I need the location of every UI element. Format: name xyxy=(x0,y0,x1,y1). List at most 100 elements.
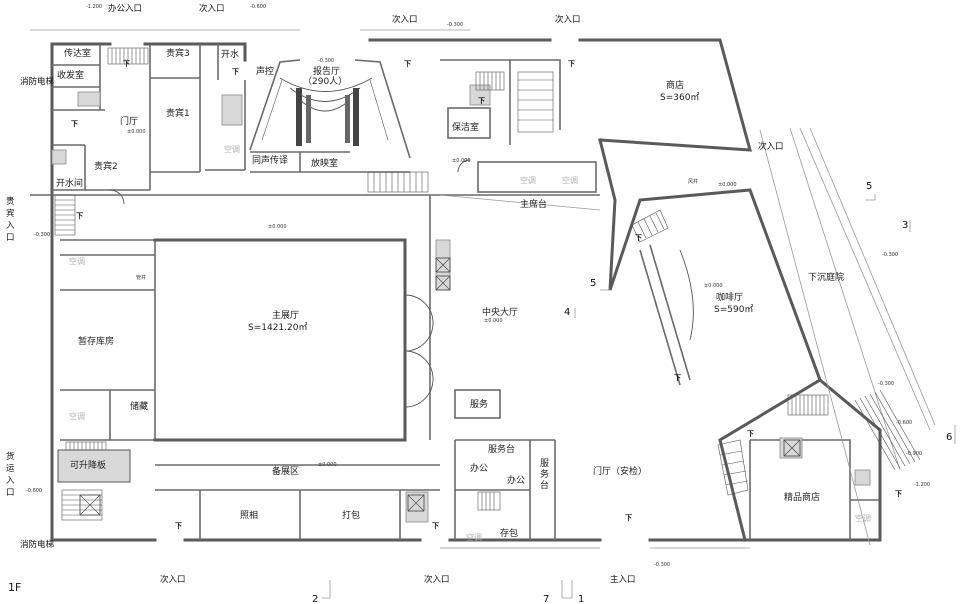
freight-entrance: 货 运 入 口 xyxy=(6,451,15,498)
room-interpret: 同声传译 xyxy=(252,154,288,166)
room-boutique: 精品商店 xyxy=(784,491,820,503)
svg-text:6: 6 xyxy=(946,432,952,443)
svg-text:风井: 风井 xyxy=(688,178,698,185)
service-vertical: 服 务 台 xyxy=(540,458,549,491)
svg-text:下: 下 xyxy=(76,212,83,220)
hall-seating xyxy=(261,77,389,146)
room-cafe: 咖啡厅 xyxy=(716,291,743,303)
room-mail: 收发室 xyxy=(57,69,84,81)
elevator-boxes xyxy=(79,257,801,516)
svg-text:-0.600: -0.600 xyxy=(250,4,266,10)
svg-text:-0.300: -0.300 xyxy=(882,252,898,258)
svg-text:空调: 空调 xyxy=(520,175,536,185)
room-storage: 暂存库房 xyxy=(78,335,114,347)
room-photo: 照相 xyxy=(240,509,258,521)
room-office2: 办公 xyxy=(507,474,525,486)
svg-text:下: 下 xyxy=(232,68,239,76)
svg-text:台: 台 xyxy=(540,479,549,491)
svg-text:±0.000: ±0.000 xyxy=(704,283,723,289)
level-marks: -1.200 -0.600 -0.300 ±0.000 -0.300 ±0.00… xyxy=(26,4,930,568)
svg-text:±0.000: ±0.000 xyxy=(718,182,737,188)
svg-text:下: 下 xyxy=(478,97,485,105)
svg-text:下: 下 xyxy=(895,490,902,498)
svg-text:2: 2 xyxy=(312,594,318,604)
svg-text:下: 下 xyxy=(625,514,632,522)
room-water-bottom: 开水间 xyxy=(56,177,83,189)
fire-lift-top: 消防电梯 xyxy=(20,76,55,87)
svg-text:3: 3 xyxy=(902,220,908,231)
svg-text:运: 运 xyxy=(6,464,15,474)
micro-labels: 管井 风井 xyxy=(136,178,698,281)
svg-text:服: 服 xyxy=(540,458,549,469)
svg-text:5: 5 xyxy=(590,278,596,289)
svg-text:±0.000: ±0.000 xyxy=(318,462,337,468)
room-main-hall: 主展厅 xyxy=(272,309,299,321)
svg-text:贵: 贵 xyxy=(6,196,15,207)
room-cafe-area: S=590㎡ xyxy=(714,304,753,315)
room-prep: 备展区 xyxy=(272,465,299,477)
room-projection: 放映室 xyxy=(311,157,338,169)
svg-text:务: 务 xyxy=(540,468,549,480)
room-labels: 传达室 收发室 贵宾3 开水 声控 报告厅 （290人） 贵宾1 门厅 贵宾2 … xyxy=(56,47,844,539)
room-lift-board: 可升降板 xyxy=(70,459,106,471)
svg-text:下: 下 xyxy=(568,60,575,68)
svg-text:4: 4 xyxy=(564,307,570,318)
svg-text:±0.000: ±0.000 xyxy=(127,129,146,135)
floor-label: 1F xyxy=(8,581,21,594)
entrances: 办公入口 次入口 次入口 次入口 次入口 次入口 次入口 主入口 消防电梯 消防… xyxy=(20,3,784,585)
svg-text:入: 入 xyxy=(6,221,15,231)
svg-text:下: 下 xyxy=(747,430,754,438)
room-shop: 商店 xyxy=(666,79,684,91)
svg-text:±0.000: ±0.000 xyxy=(268,224,287,230)
svg-text:货: 货 xyxy=(6,451,15,462)
svg-text:空调: 空调 xyxy=(69,411,85,421)
down-arrows: 下 下 下 下 下 下 下 下 下 下 下 下 下 下 xyxy=(71,60,902,530)
svg-text:-0.300: -0.300 xyxy=(654,562,670,568)
doors xyxy=(109,159,471,408)
svg-text:7: 7 xyxy=(543,594,549,604)
svg-text:空调: 空调 xyxy=(562,175,578,185)
interior-walls xyxy=(30,44,880,540)
thin-lines xyxy=(30,29,936,549)
entrance-office: 办公入口 xyxy=(108,3,142,14)
svg-text:±0.000: ±0.000 xyxy=(452,158,471,164)
svg-text:-0.300: -0.300 xyxy=(34,232,50,238)
room-guard: 传达室 xyxy=(64,47,91,59)
svg-text:±0.000: ±0.000 xyxy=(484,318,503,324)
room-vip1: 贵宾1 xyxy=(166,107,190,119)
room-service-desk: 服务台 xyxy=(488,443,515,455)
vip-entrance: 贵 宾 入 口 xyxy=(6,196,15,243)
svg-text:-0.300: -0.300 xyxy=(447,22,463,28)
svg-text:空调: 空调 xyxy=(855,513,871,523)
room-hall-title: 报告厅 xyxy=(313,65,340,77)
exterior-walls xyxy=(50,38,882,542)
room-vip3: 贵宾3 xyxy=(166,47,190,59)
cafe-counter xyxy=(639,244,694,386)
svg-text:下: 下 xyxy=(175,522,182,530)
svg-text:下: 下 xyxy=(404,60,411,68)
svg-text:下: 下 xyxy=(674,374,681,382)
svg-text:-0.300: -0.300 xyxy=(318,58,334,64)
entrance-main: 主入口 xyxy=(610,574,636,585)
svg-text:口: 口 xyxy=(6,233,15,243)
lift-board xyxy=(57,449,131,483)
entrance-secondary-2: 次入口 xyxy=(392,14,418,25)
room-cleaning: 保洁室 xyxy=(452,121,479,133)
room-office1: 办公 xyxy=(470,462,488,474)
svg-text:宾: 宾 xyxy=(6,208,15,219)
svg-text:-1.200: -1.200 xyxy=(86,4,102,10)
room-water-top: 开水 xyxy=(221,48,239,60)
svg-text:口: 口 xyxy=(6,488,15,498)
axis-markers: 1 2 3 4 5 5 6 7 xyxy=(312,181,956,604)
room-lobby-office: 门厅 xyxy=(120,115,138,127)
svg-text:-0.600: -0.600 xyxy=(896,420,912,426)
svg-text:5: 5 xyxy=(866,181,872,192)
svg-text:管井: 管井 xyxy=(136,274,146,281)
room-pack: 打包 xyxy=(342,509,360,521)
entrance-secondary-5: 次入口 xyxy=(160,574,186,585)
svg-text:1: 1 xyxy=(578,594,584,604)
room-hall-seats: （290人） xyxy=(303,76,347,87)
fire-lift-bottom: 消防电梯 xyxy=(20,539,55,550)
entrance-secondary-1: 次入口 xyxy=(199,3,225,14)
